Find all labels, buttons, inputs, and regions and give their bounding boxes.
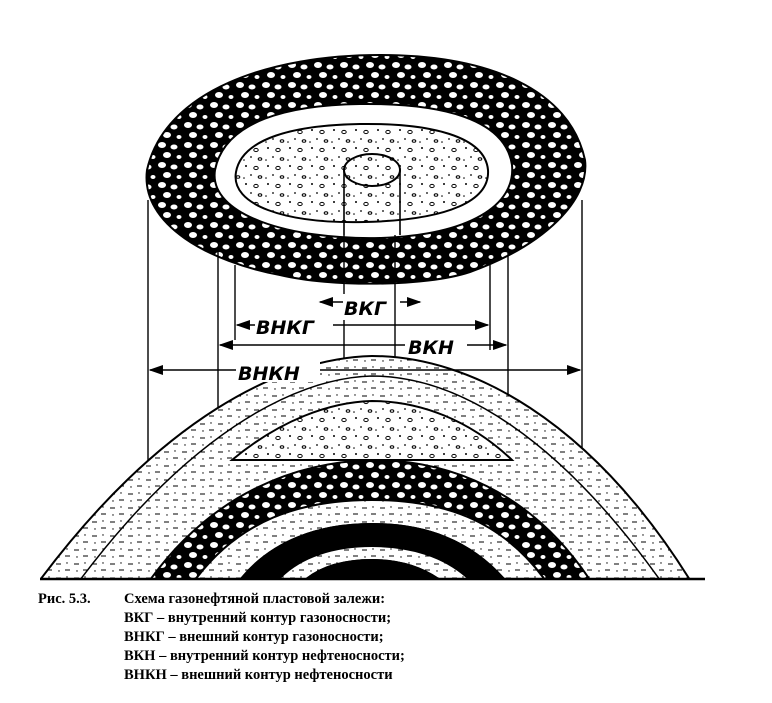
plan-gas-column [343, 153, 401, 187]
contour-labels: ВКГ ВНКГ ВКН ВНКН [236, 294, 467, 385]
caption-title: Схема газонефтяной пластовой залежи: [124, 591, 386, 607]
plan-view [145, 53, 587, 285]
legend-vkg: ВКГ – внутренний контур газоносности; [124, 610, 392, 626]
label-vkn: ВКН [408, 337, 454, 359]
gas-oil-deposit-diagram: ВКГ ВНКГ ВКН ВНКН [40, 53, 705, 581]
figure-caption: Рис. 5.3. Схема газонефтяной пластовой з… [38, 590, 758, 685]
label-vnkg: ВНКГ [256, 317, 315, 339]
legend-vkn: ВКН – внутренний контур нефтеносности; [124, 648, 405, 664]
cross-section [40, 354, 690, 578]
legend-vnkg: ВНКГ – внешний контур газоносности; [124, 629, 384, 645]
figure-number: Рис. 5.3. [38, 591, 91, 607]
section-gas-layer [229, 399, 515, 461]
label-vnkn: ВНКН [238, 363, 300, 385]
legend-vnkn: ВНКН – внешний контур нефтеносности [124, 667, 393, 683]
label-vkg: ВКГ [344, 298, 387, 320]
